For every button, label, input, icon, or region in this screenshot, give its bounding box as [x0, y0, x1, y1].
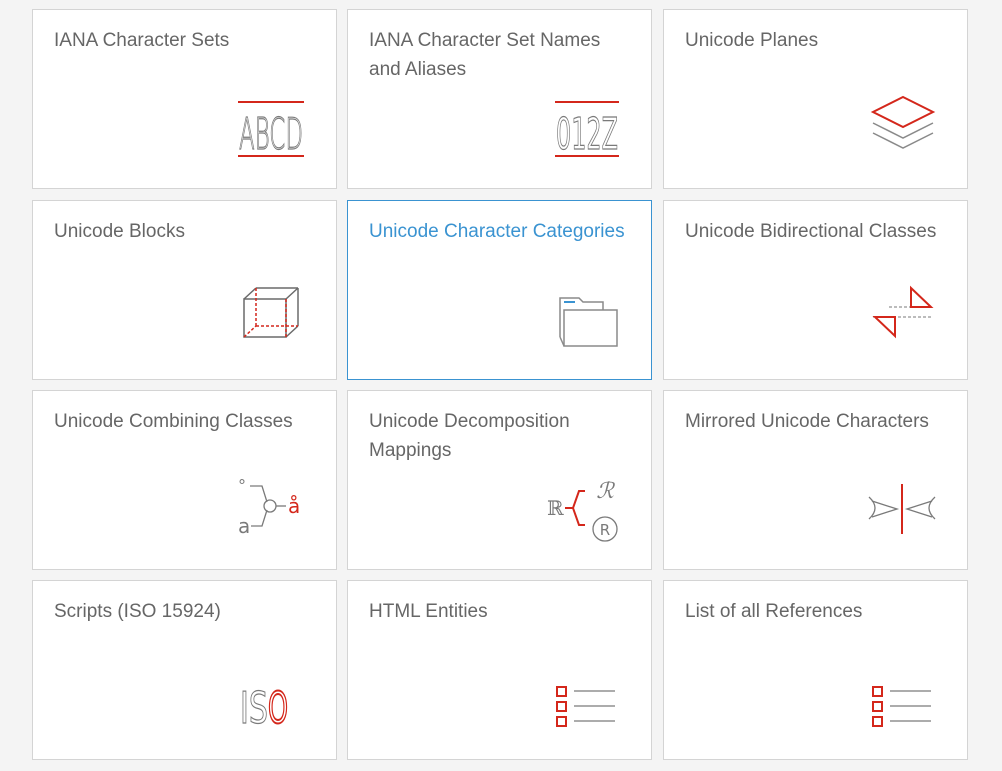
card-title: Unicode Character Categories: [369, 221, 625, 242]
is-glyph: IS: [240, 683, 268, 734]
folder-icon: [559, 297, 618, 347]
card-unicode-character-categories[interactable]: Unicode Character Categories: [347, 200, 652, 380]
card-title: Mirrored Unicode Characters: [685, 411, 929, 432]
card-unicode-planes[interactable]: Unicode Planes: [663, 9, 968, 189]
double-struck-r-glyph: ℝ: [547, 496, 564, 520]
mirror-icon: [868, 484, 936, 534]
card-iana-character-set-names[interactable]: IANA Character Set Names and Aliases 012…: [347, 9, 652, 189]
iso-glyph-icon: IS O: [239, 682, 289, 735]
card-unicode-combining-classes[interactable]: Unicode Combining Classes ° a å: [32, 390, 337, 570]
card-unicode-bidirectional-classes[interactable]: Unicode Bidirectional Classes: [663, 200, 968, 380]
card-title: Unicode Planes: [685, 30, 819, 51]
combining-diagram-icon: ° a å: [238, 476, 300, 538]
decomposition-diagram-icon: ℝ ℛ R: [547, 479, 618, 542]
card-title: List of all References: [685, 601, 863, 622]
digits-glyph-icon: 012Z: [555, 101, 619, 161]
script-r-glyph: ℛ: [596, 479, 615, 504]
card-list-of-all-references[interactable]: List of all References: [663, 580, 968, 760]
a-ring-glyph: å: [288, 494, 300, 518]
card-title: IANA Character Sets: [54, 30, 230, 51]
ring-glyph: °: [238, 476, 246, 495]
checklist-icon: [872, 686, 931, 727]
circled-r-glyph: R: [600, 521, 610, 539]
card-title: Scripts (ISO 15924): [54, 601, 221, 622]
card-title: Unicode Blocks: [54, 221, 185, 242]
card-title: Unicode Combining Classes: [54, 411, 293, 432]
cube-icon: [243, 287, 299, 338]
card-html-entities[interactable]: HTML Entities: [347, 580, 652, 760]
card-title: Unicode Bidirectional Classes: [685, 221, 937, 242]
card-title: IANA Character Set Names and Aliases: [369, 30, 601, 80]
card-mirrored-unicode-characters[interactable]: Mirrored Unicode Characters: [663, 390, 968, 570]
card-title: Unicode Decomposition Mappings: [369, 411, 570, 461]
digits-glyph-text: 012Z: [556, 109, 618, 160]
abcd-glyph-icon: ABCD: [238, 101, 304, 161]
card-scripts-iso-15924[interactable]: Scripts (ISO 15924) IS O: [32, 580, 337, 760]
card-unicode-blocks[interactable]: Unicode Blocks: [32, 200, 337, 380]
card-iana-character-sets[interactable]: IANA Character Sets ABCD: [32, 9, 337, 189]
abcd-glyph-text: ABCD: [239, 109, 303, 160]
stacked-planes-icon: [870, 95, 936, 149]
card-title: HTML Entities: [369, 601, 488, 622]
checklist-icon: [556, 686, 615, 727]
o-glyph: O: [268, 683, 288, 734]
a-glyph: a: [238, 514, 250, 538]
bidirectional-triangles-icon: [872, 285, 934, 339]
card-unicode-decomposition-mappings[interactable]: Unicode Decomposition Mappings ℝ ℛ R: [347, 390, 652, 570]
